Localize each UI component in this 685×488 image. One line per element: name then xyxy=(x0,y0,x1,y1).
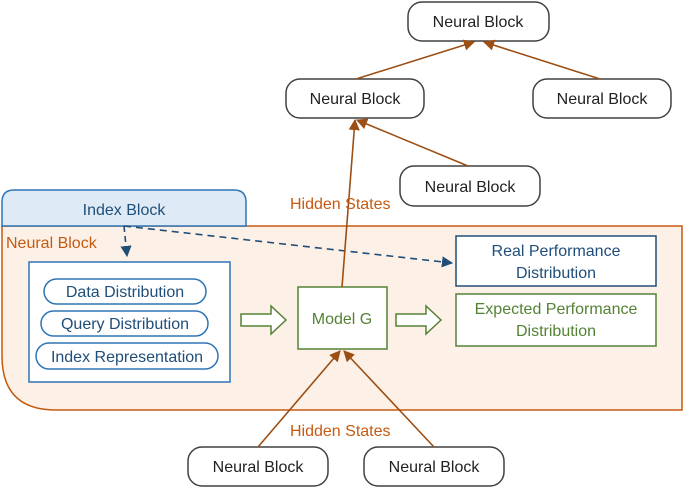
query-distribution-label: Query Distribution xyxy=(61,316,189,333)
expected-performance-line1: Expected Performance xyxy=(475,301,638,318)
data-distribution-label: Data Distribution xyxy=(66,284,184,301)
arrow-bottomleft-to-model xyxy=(257,350,341,448)
index-to-inputs-dashed-arrow xyxy=(120,225,132,258)
model-g-label: Model G xyxy=(312,311,372,328)
container-label: Neural Block xyxy=(6,235,98,252)
expected-performance-box xyxy=(455,293,657,347)
index-block xyxy=(1,189,247,227)
hollow-arrow-to-expected xyxy=(395,304,443,336)
index-representation-label: Index Representation xyxy=(51,349,203,366)
neural-block-mid-left-label: Neural Block xyxy=(310,91,402,108)
data-distribution-pill xyxy=(43,278,207,305)
neural-block-mid-right xyxy=(532,78,672,119)
hollow-arrow-to-model xyxy=(240,304,288,336)
neural-block-mid-right-label: Neural Block xyxy=(557,91,649,108)
arrow-model-to-midleft xyxy=(341,118,360,288)
real-performance-line1: Real Performance xyxy=(492,243,621,260)
neural-block-side xyxy=(399,165,541,207)
query-distribution-pill xyxy=(40,310,209,337)
neural-block-side-label: Neural Block xyxy=(425,179,517,196)
hidden-states-bottom-label: Hidden States xyxy=(290,423,391,440)
expected-performance-line2: Distribution xyxy=(516,323,596,340)
hidden-states-top-label: Hidden States xyxy=(290,196,391,213)
neural-block-bottom-right-label: Neural Block xyxy=(389,459,481,476)
arrow-midright-to-top xyxy=(482,39,601,80)
neural-block-bottom-left-label: Neural Block xyxy=(213,459,305,476)
neural-block-top-label: Neural Block xyxy=(433,14,525,31)
index-representation-pill xyxy=(35,342,219,370)
arrow-bottomright-to-model xyxy=(343,350,435,448)
real-performance-line2: Distribution xyxy=(516,265,596,282)
neural-block-top xyxy=(407,1,550,42)
real-performance-box xyxy=(455,235,657,287)
index-block-label: Index Block xyxy=(83,202,167,219)
arrow-side-to-midleft xyxy=(355,118,469,167)
neural-block-mid-left xyxy=(285,78,425,119)
arrow-midleft-to-top xyxy=(355,39,476,80)
